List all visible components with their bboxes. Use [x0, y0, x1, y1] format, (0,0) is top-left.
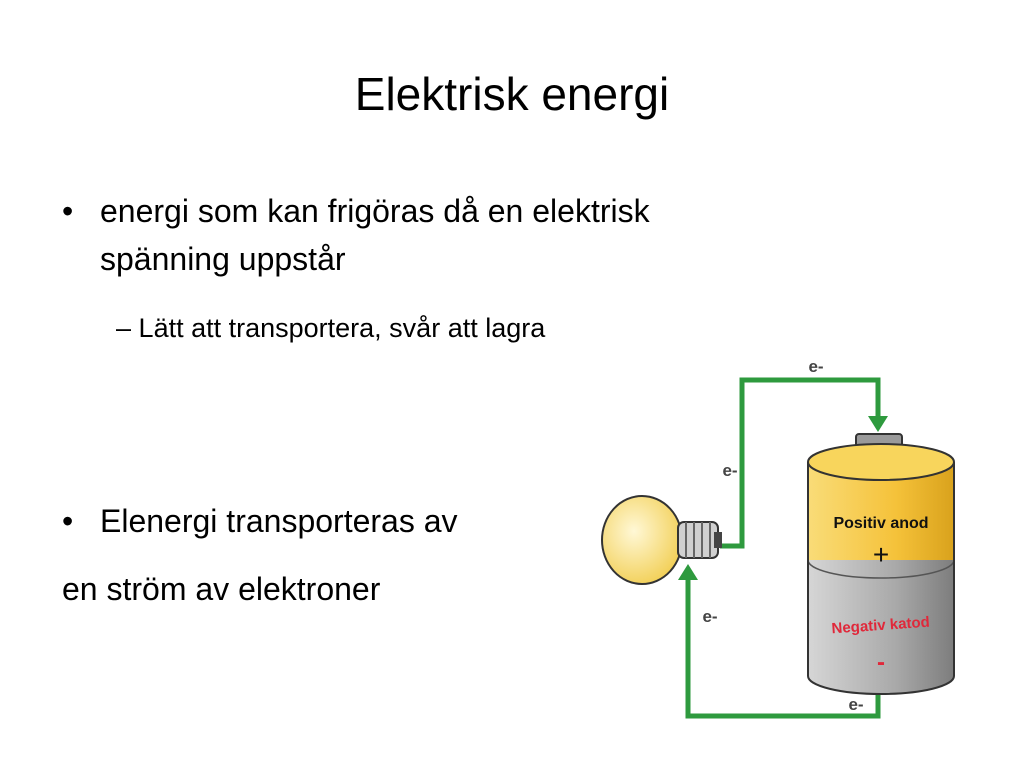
sub-bullet-1: – Lätt att transportera, svår att lagra	[116, 308, 545, 348]
arrow-down-icon	[868, 416, 888, 432]
continuation-text: en ström av elektroner	[62, 571, 381, 607]
arrow-up-icon	[678, 564, 698, 580]
electron-label-top: e-	[808, 357, 823, 376]
electron-label-bottom: e-	[848, 695, 863, 714]
sub-bullet-dash: –	[116, 313, 132, 343]
bottom-wire	[685, 576, 881, 719]
bullet-marker: •	[62, 503, 74, 539]
cathode-label: Negativ katod	[831, 614, 930, 638]
cathode-sign: -	[877, 649, 885, 676]
bullet-1-line-2: spänning uppstår	[100, 241, 346, 277]
electron-label-left-top: e-	[722, 461, 737, 480]
bulb-icon	[601, 495, 683, 585]
top-wire	[720, 377, 881, 549]
battery	[807, 433, 955, 695]
bullet-1: • energi som kan frigöras då en elektrisk	[62, 188, 650, 234]
bulb-base	[677, 521, 722, 559]
anode-label: Positiv anod	[833, 515, 928, 532]
circuit-diagram: Positiv anod + Negativ katod - e- e- e- …	[601, 357, 955, 719]
slide-title: Elektrisk energi	[354, 68, 670, 120]
electron-label-left-bottom: e-	[702, 607, 717, 626]
bullet-2-line-1: Elenergi transporteras av	[100, 503, 458, 539]
sub-bullet-text: Lätt att transportera, svår att lagra	[138, 313, 546, 343]
bullet-2: • Elenergi transporteras av	[62, 498, 458, 544]
anode-sign: +	[873, 539, 889, 570]
bullet-1-line-1: energi som kan frigöras då en elektrisk	[100, 193, 650, 229]
bullet-marker: •	[62, 193, 74, 229]
